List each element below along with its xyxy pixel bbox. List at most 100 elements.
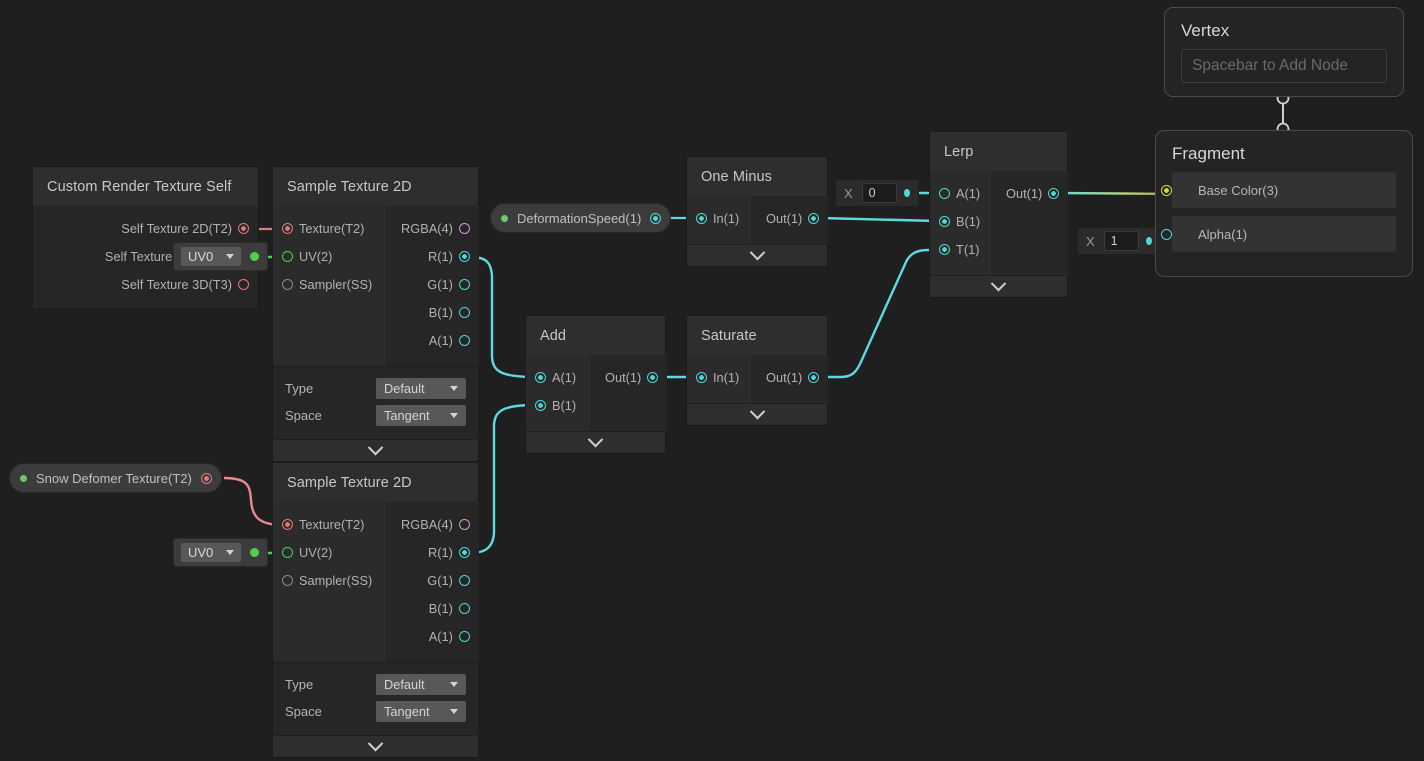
collapse-toggle[interactable] bbox=[526, 431, 665, 453]
port-dot-texture[interactable] bbox=[238, 222, 249, 234]
collapse-toggle[interactable] bbox=[687, 403, 827, 425]
port-g[interactable]: G(1) bbox=[386, 566, 479, 594]
uv-dropdown[interactable]: UV0 bbox=[181, 247, 242, 266]
port-dot-vec1[interactable] bbox=[535, 399, 546, 411]
setting-space[interactable]: Space Tangent bbox=[273, 698, 478, 725]
property-output-dot[interactable] bbox=[650, 212, 662, 224]
port-t[interactable]: T(1) bbox=[930, 235, 991, 263]
port-a[interactable]: A(1) bbox=[526, 363, 590, 391]
port-b[interactable]: B(1) bbox=[930, 207, 991, 235]
inline-output-dot[interactable] bbox=[1145, 237, 1152, 245]
port-dot-vec1[interactable] bbox=[535, 371, 546, 383]
uv-dropdown[interactable]: UV0 bbox=[181, 543, 242, 562]
port-dot-texture[interactable] bbox=[282, 222, 293, 234]
node-saturate[interactable]: Saturate In(1) Out(1) bbox=[687, 316, 829, 425]
port-texture[interactable]: Texture(T2) bbox=[273, 510, 386, 538]
collapse-toggle[interactable] bbox=[687, 244, 827, 266]
block-alpha[interactable]: Alpha(1) bbox=[1161, 216, 1396, 252]
port-a[interactable]: A(1) bbox=[386, 622, 479, 650]
port-b[interactable]: B(1) bbox=[526, 391, 590, 419]
node-custom-render-texture-self[interactable]: Custom Render Texture Self Self Texture … bbox=[33, 167, 258, 308]
port-in[interactable]: In(1) bbox=[687, 363, 751, 391]
port-dot-vec1[interactable] bbox=[696, 371, 707, 383]
port-texture[interactable]: Texture(T2) bbox=[273, 214, 386, 242]
node-add[interactable]: Add A(1) B(1) Out(1) bbox=[526, 316, 668, 453]
value-field[interactable]: 0 bbox=[861, 183, 897, 203]
master-stack-vertex[interactable]: Vertex Spacebar to Add Node bbox=[1164, 7, 1404, 97]
port-sampler[interactable]: Sampler(SS) bbox=[273, 270, 386, 298]
uv-node-top[interactable]: UV0 bbox=[174, 243, 268, 270]
uv-node-bottom[interactable]: UV0 bbox=[174, 539, 268, 566]
port-dot-vec1[interactable] bbox=[458, 306, 470, 318]
port-dot-vec1[interactable] bbox=[458, 574, 470, 586]
property-deformation-speed[interactable]: DeformationSpeed(1) bbox=[491, 204, 671, 232]
port-dot-vec1[interactable] bbox=[1048, 187, 1060, 199]
port-rgba[interactable]: RGBA(4) bbox=[386, 214, 479, 242]
port-r[interactable]: R(1) bbox=[386, 538, 479, 566]
uv-output-dot[interactable] bbox=[250, 252, 260, 261]
port-out[interactable]: Out(1) bbox=[590, 363, 667, 391]
property-output-dot[interactable] bbox=[200, 472, 212, 484]
setting-type[interactable]: Type Default bbox=[273, 671, 478, 698]
node-sample-texture-2d-top[interactable]: Sample Texture 2D Texture(T2) UV(2) Samp… bbox=[273, 167, 479, 461]
port-b[interactable]: B(1) bbox=[386, 594, 479, 622]
port-dot-vec1[interactable] bbox=[458, 630, 470, 642]
port-dot-vec4[interactable] bbox=[458, 222, 470, 234]
port-dot-vec1[interactable] bbox=[458, 278, 470, 290]
port-g[interactable]: G(1) bbox=[386, 270, 479, 298]
port-out[interactable]: Out(1) bbox=[751, 204, 828, 232]
port-dot-vec1[interactable] bbox=[458, 546, 470, 558]
add-node-placeholder[interactable]: Spacebar to Add Node bbox=[1181, 49, 1387, 83]
port-dot-sampler[interactable] bbox=[282, 278, 293, 290]
port-dot-vec1[interactable] bbox=[696, 212, 707, 224]
port-dot-vec1[interactable] bbox=[458, 334, 470, 346]
port-uv[interactable]: UV(2) bbox=[273, 538, 386, 566]
port-dot-vec1[interactable] bbox=[808, 371, 820, 383]
setting-dropdown[interactable]: Tangent bbox=[376, 405, 466, 426]
inline-output-dot[interactable] bbox=[903, 189, 910, 197]
port-self-texture-3d[interactable]: Self Texture 3D(T3) bbox=[33, 270, 258, 298]
port-dot-vec1[interactable] bbox=[939, 187, 950, 199]
inline-input-alpha[interactable]: X 1 bbox=[1078, 228, 1160, 254]
port-dot-uv[interactable] bbox=[282, 546, 293, 558]
port-dot-texture[interactable] bbox=[238, 278, 249, 290]
collapse-toggle[interactable] bbox=[930, 275, 1067, 297]
property-snow-deformer-texture[interactable]: Snow Defomer Texture(T2) bbox=[10, 464, 221, 492]
port-dot-color3[interactable] bbox=[1161, 184, 1172, 196]
block-base-color[interactable]: Base Color(3) bbox=[1161, 172, 1396, 208]
port-dot-uv[interactable] bbox=[282, 250, 293, 262]
port-a[interactable]: A(1) bbox=[930, 179, 991, 207]
port-uv[interactable]: UV(2) bbox=[273, 242, 386, 270]
port-dot-vec1[interactable] bbox=[458, 602, 470, 614]
port-dot-vec1[interactable] bbox=[1161, 228, 1172, 240]
port-out[interactable]: Out(1) bbox=[751, 363, 828, 391]
port-self-texture-2d[interactable]: Self Texture 2D(T2) bbox=[33, 214, 258, 242]
port-dot-texture[interactable] bbox=[282, 518, 293, 530]
port-rgba[interactable]: RGBA(4) bbox=[386, 510, 479, 538]
setting-dropdown[interactable]: Default bbox=[376, 378, 466, 399]
setting-dropdown[interactable]: Tangent bbox=[376, 701, 466, 722]
collapse-toggle[interactable] bbox=[273, 439, 478, 461]
node-one-minus[interactable]: One Minus In(1) Out(1) bbox=[687, 157, 829, 266]
master-stack-fragment[interactable]: Fragment Base Color(3) Alpha(1) bbox=[1155, 130, 1413, 277]
port-a[interactable]: A(1) bbox=[386, 326, 479, 354]
value-field[interactable]: 1 bbox=[1103, 231, 1139, 251]
setting-type[interactable]: Type Default bbox=[273, 375, 478, 402]
node-lerp[interactable]: Lerp A(1) B(1) T(1) Out(1) bbox=[930, 132, 1069, 297]
node-sample-texture-2d-bottom[interactable]: Sample Texture 2D Texture(T2) UV(2) Samp… bbox=[273, 463, 479, 757]
port-dot-sampler[interactable] bbox=[282, 574, 293, 586]
port-dot-vec1[interactable] bbox=[939, 215, 950, 227]
port-sampler[interactable]: Sampler(SS) bbox=[273, 566, 386, 594]
setting-space[interactable]: Space Tangent bbox=[273, 402, 478, 429]
inline-input-lerp-a[interactable]: X 0 bbox=[836, 180, 918, 206]
port-r[interactable]: R(1) bbox=[386, 242, 479, 270]
port-dot-vec4[interactable] bbox=[458, 518, 470, 530]
port-dot-vec1[interactable] bbox=[458, 250, 470, 262]
port-dot-vec1[interactable] bbox=[647, 371, 659, 383]
port-dot-vec1[interactable] bbox=[939, 243, 950, 255]
setting-dropdown[interactable]: Default bbox=[376, 674, 466, 695]
port-dot-vec1[interactable] bbox=[808, 212, 820, 224]
port-out[interactable]: Out(1) bbox=[991, 179, 1068, 207]
port-b[interactable]: B(1) bbox=[386, 298, 479, 326]
